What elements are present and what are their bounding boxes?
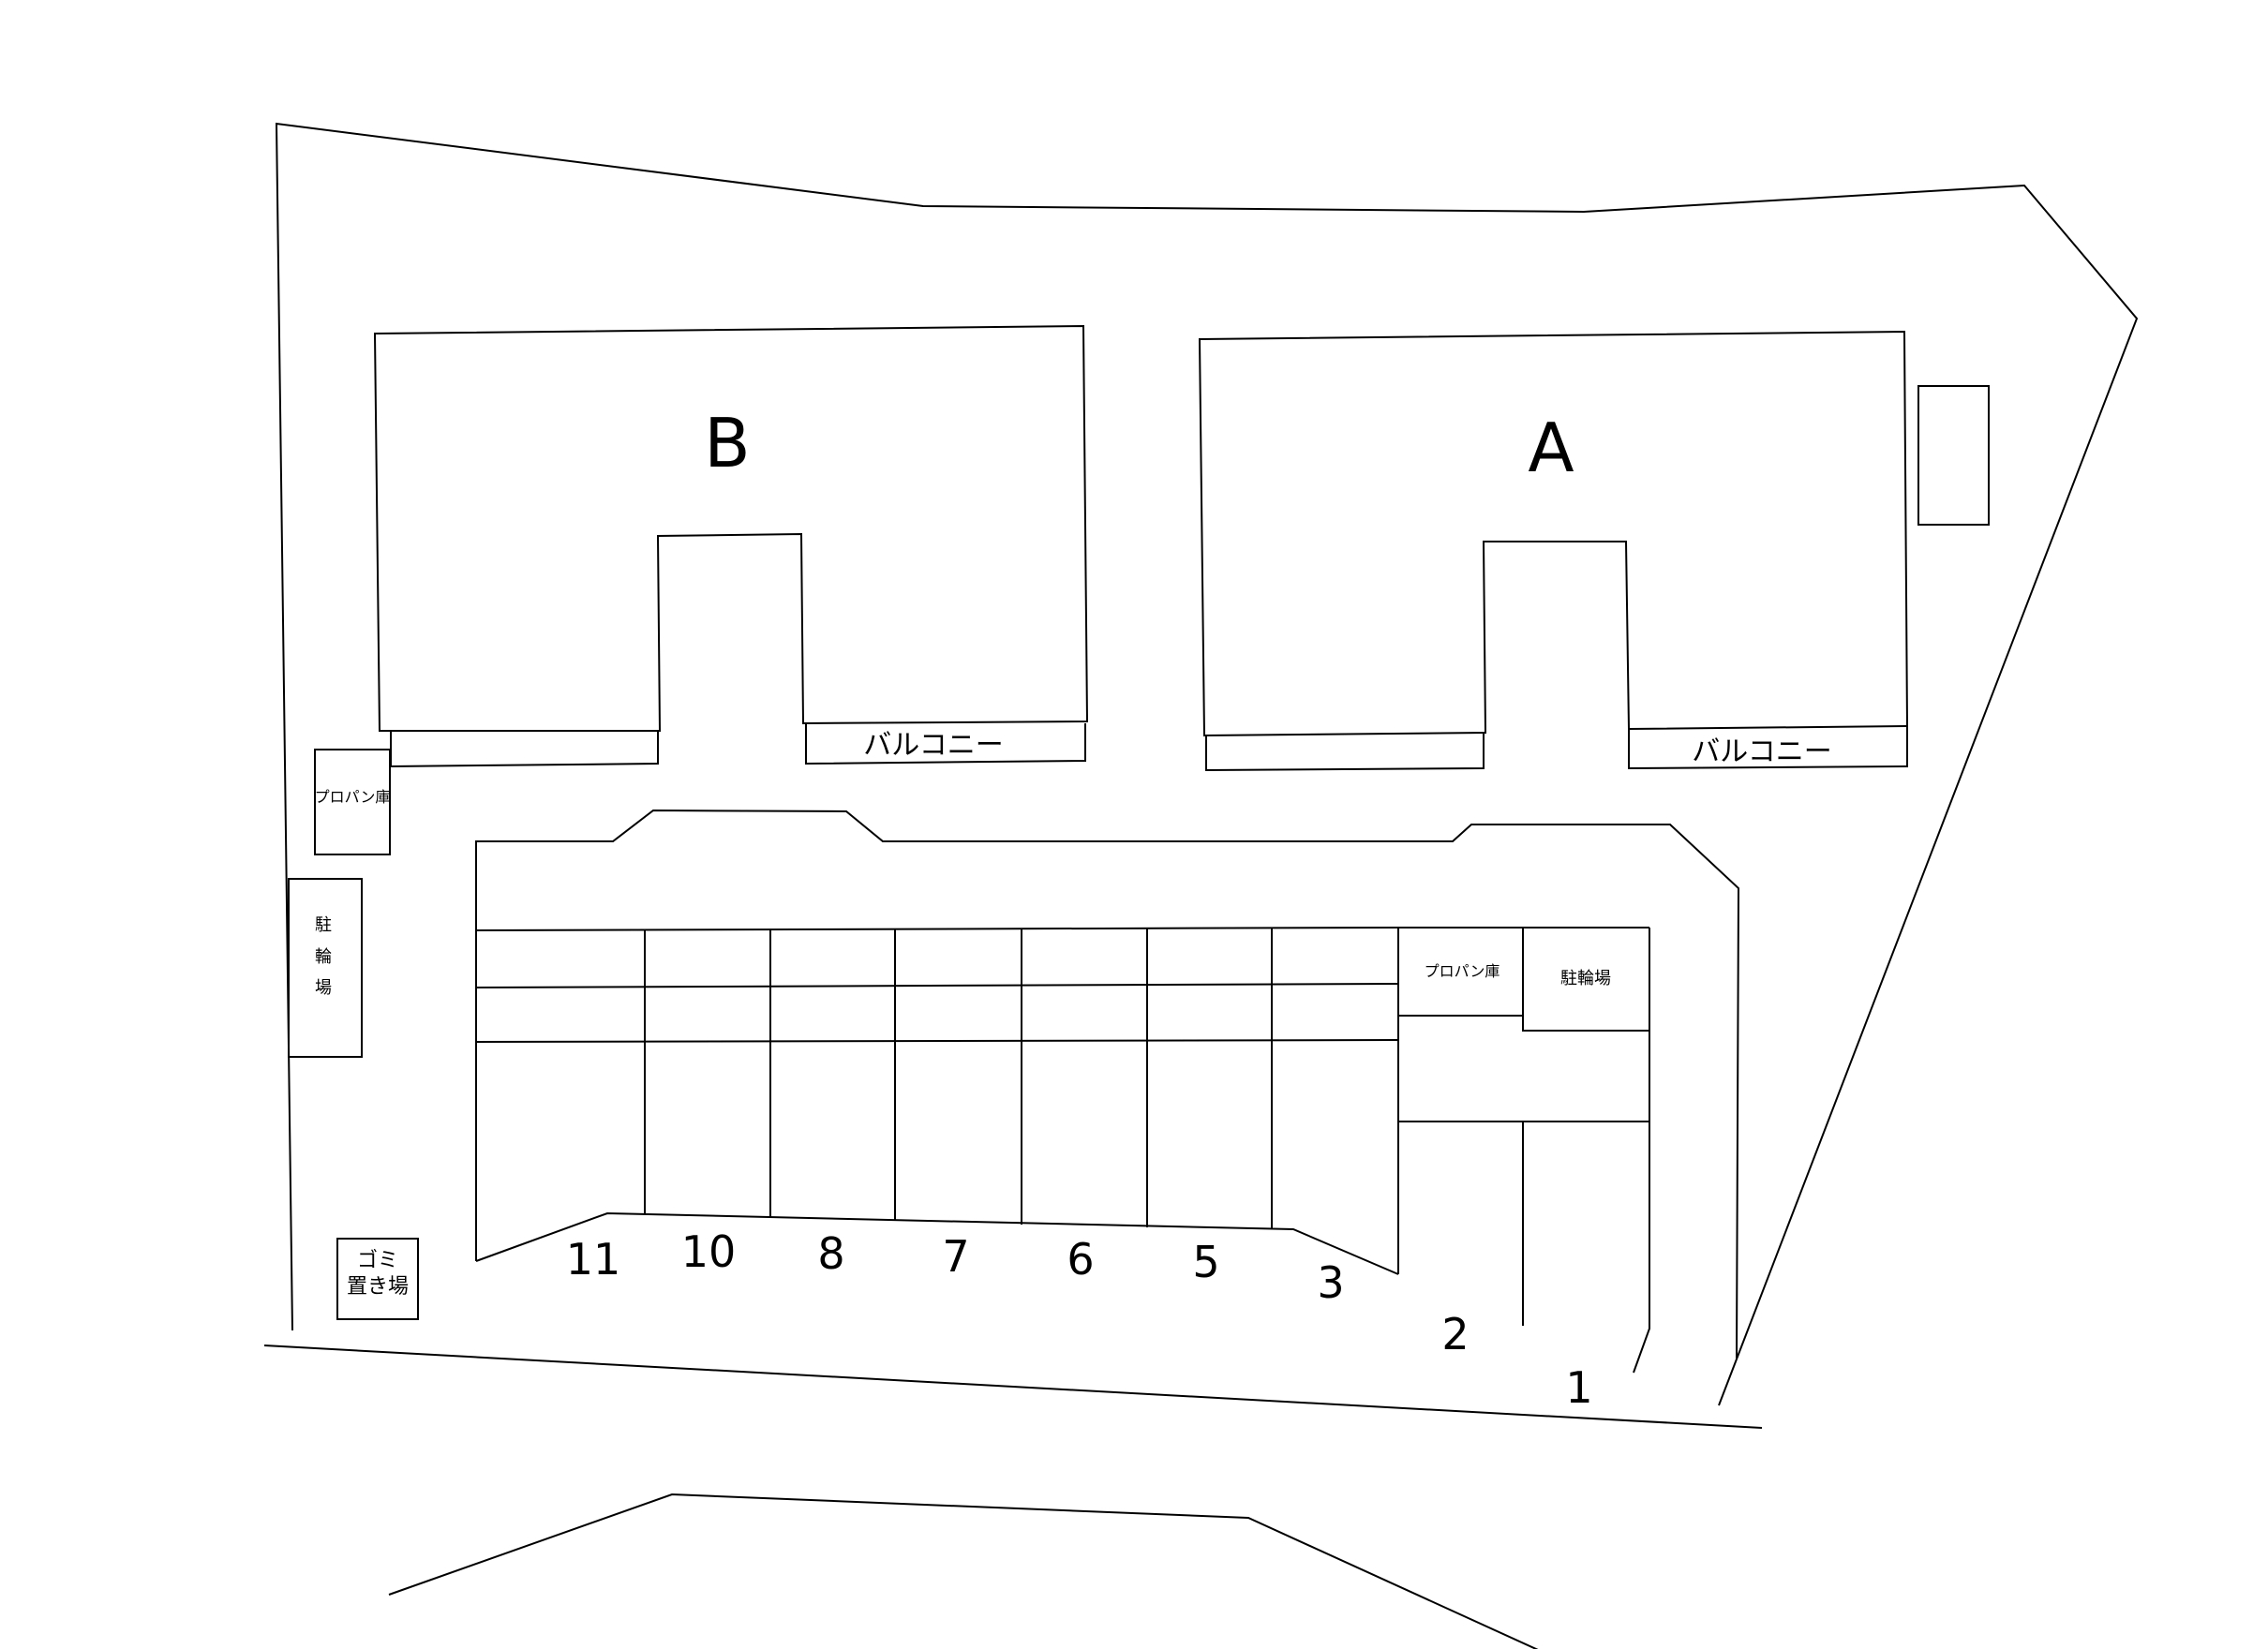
- building-b-label: B: [704, 404, 750, 483]
- building-b-balcony: [805, 723, 1086, 765]
- parking-row-line: [475, 927, 1399, 931]
- road-far-edge: [388, 1493, 1539, 1649]
- parking-number: 10: [681, 1226, 737, 1277]
- annex-shed: [1917, 385, 1990, 526]
- building-b-left-balcony: [390, 731, 659, 768]
- parking-lot-outline: [475, 809, 1740, 1359]
- parking-number: 5: [1192, 1237, 1219, 1287]
- bicycle-parking-right-label: 駐輪場: [1560, 969, 1611, 988]
- bicycle-parking-right: [1522, 928, 1649, 1032]
- building-b-balcony-label: バルコニー: [863, 729, 1003, 762]
- building-a-balcony: [1628, 726, 1908, 770]
- garbage-area-label-2: 置き場: [347, 1275, 409, 1299]
- site-boundary: [275, 122, 2139, 1406]
- propane-storage-left-label: プロパン庫: [315, 788, 391, 806]
- bicycle-parking-left-label-2: 輪: [315, 947, 332, 967]
- building-a: [1198, 330, 1909, 737]
- parking-number: 1: [1565, 1362, 1592, 1413]
- parking-number: 8: [817, 1228, 844, 1279]
- garbage-area: [336, 1238, 419, 1320]
- building-b: [373, 324, 1089, 732]
- building-a-left-balcony: [1205, 733, 1485, 772]
- bicycle-parking-left-label-3: 場: [315, 978, 332, 998]
- parking-row-line: [475, 983, 1399, 988]
- parking-number: 6: [1067, 1234, 1094, 1285]
- building-a-balcony-label: バルコニー: [1692, 735, 1831, 768]
- parking-front-edge: [475, 1211, 1399, 1275]
- parking-number: 7: [942, 1231, 969, 1282]
- garbage-area-label-1: ゴミ: [357, 1249, 398, 1272]
- parking-number: 2: [1441, 1309, 1469, 1359]
- parking-row-line: [475, 1039, 1399, 1043]
- parking-number: 3: [1317, 1257, 1344, 1308]
- bicycle-parking-left: [288, 878, 363, 1058]
- building-a-label: A: [1528, 409, 1574, 487]
- front-road-edge: [263, 1344, 1763, 1429]
- propane-storage-left: [314, 749, 391, 855]
- propane-storage-right-label: プロパン庫: [1425, 962, 1500, 980]
- bicycle-parking-left-label-1: 駐: [315, 915, 332, 935]
- parking-stall-divider: [1633, 928, 1650, 1374]
- parking-number: 11: [566, 1234, 621, 1285]
